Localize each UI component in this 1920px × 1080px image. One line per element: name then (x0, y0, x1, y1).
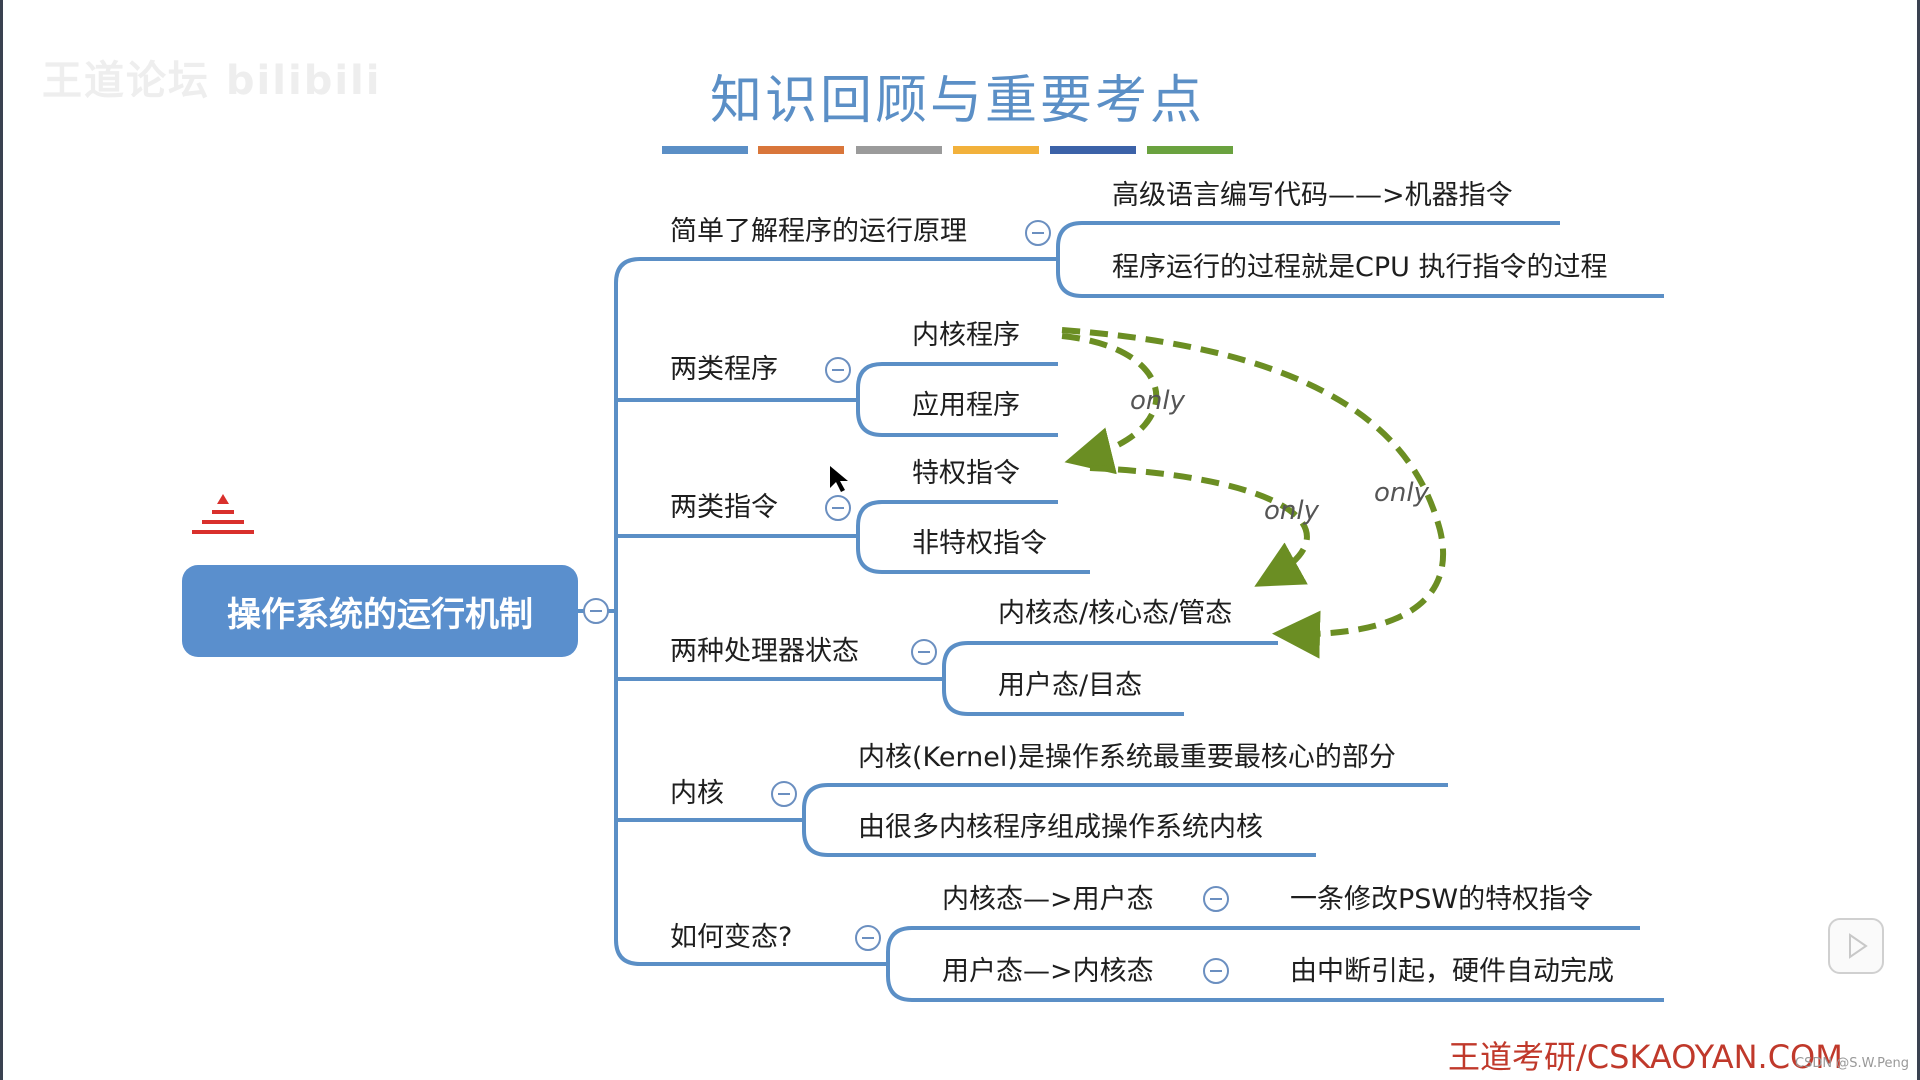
node-kernel-definition[interactable]: 内核(Kernel)是操作系统最重要最核心的部分 (858, 742, 1396, 773)
color-bar-5 (1050, 146, 1136, 154)
color-bar-2 (758, 146, 844, 154)
node-application-program[interactable]: 应用程序 (912, 390, 1020, 421)
wangdao-logo-icon (192, 494, 254, 534)
collapse-toggle-b3[interactable] (825, 495, 851, 521)
node-interrupt-hardware[interactable]: 由中断引起，硬件自动完成 (1290, 956, 1614, 987)
node-user-to-kernel[interactable]: 用户态—>内核态 (942, 956, 1154, 987)
root-node[interactable]: 操作系统的运行机制 (182, 565, 578, 657)
color-bar-1 (662, 146, 748, 154)
node-user-mode[interactable]: 用户态/目态 (998, 670, 1143, 701)
privilege-arrows (1061, 327, 1447, 659)
left-frame-edge (0, 0, 3, 1080)
color-bar-3 (856, 146, 942, 154)
node-high-level-to-machine[interactable]: 高级语言编写代码——>机器指令 (1112, 180, 1513, 211)
node-kernel-program[interactable]: 内核程序 (912, 320, 1020, 351)
arrow-kernel-program-to-privileged (1061, 333, 1160, 475)
collapse-toggle-b2[interactable] (825, 357, 851, 383)
node-privileged-instruction[interactable]: 特权指令 (912, 458, 1020, 489)
collapse-toggle-b5[interactable] (771, 781, 797, 807)
only-label-2: only (1264, 496, 1319, 526)
arrow-privileged-to-kernel-mode (1089, 465, 1310, 587)
branch-two-instruction-types[interactable]: 两类指令 (670, 492, 778, 523)
node-kernel-mode[interactable]: 内核态/核心态/管态 (998, 598, 1233, 629)
arrow-kernel-program-to-kernel-mode (1061, 327, 1447, 659)
node-psw-instruction[interactable]: 一条修改PSW的特权指令 (1290, 884, 1594, 915)
node-kernel-composition[interactable]: 由很多内核程序组成操作系统内核 (858, 812, 1263, 843)
node-kernel-to-user[interactable]: 内核态—>用户态 (942, 884, 1154, 915)
branch-mode-switch[interactable]: 如何变态? (670, 922, 793, 953)
only-label-3: only (1374, 478, 1429, 508)
mouse-cursor-icon (830, 466, 848, 492)
collapse-toggle-b6-2[interactable] (1203, 958, 1229, 984)
play-icon (1849, 933, 1868, 959)
node-non-privileged-instruction[interactable]: 非特权指令 (912, 528, 1047, 559)
color-bar-6 (1147, 146, 1233, 154)
title-color-bars (662, 146, 1233, 154)
play-button[interactable] (1828, 918, 1884, 974)
footer-brand: 王道考研/CSKAOYAN.COM (1448, 1038, 1843, 1076)
branch-run-principle[interactable]: 简单了解程序的运行原理 (670, 216, 967, 247)
node-cpu-executes-instructions[interactable]: 程序运行的过程就是CPU 执行指令的过程 (1112, 252, 1608, 283)
branch-kernel[interactable]: 内核 (670, 778, 724, 809)
branch-two-processor-states[interactable]: 两种处理器状态 (670, 636, 859, 667)
connector-lines (578, 221, 1664, 1002)
right-frame-edge (1917, 0, 1920, 1080)
collapse-toggles[interactable] (583, 220, 1229, 984)
only-label-1: only (1130, 386, 1185, 416)
collapse-toggle-b4[interactable] (911, 639, 937, 665)
page-title: 知识回顾与重要考点 (710, 71, 1206, 131)
collapse-toggle-b6-1[interactable] (1203, 886, 1229, 912)
collapse-toggle-root[interactable] (583, 598, 609, 624)
csdn-credit: CSDN @S.W.Peng (1795, 1056, 1909, 1071)
branch-two-program-types[interactable]: 两类程序 (670, 354, 778, 385)
bilibili-watermark: 王道论坛 bilibili (42, 58, 382, 104)
collapse-toggle-b6[interactable] (855, 925, 881, 951)
color-bar-4 (953, 146, 1039, 154)
collapse-toggle-b1[interactable] (1025, 220, 1051, 246)
